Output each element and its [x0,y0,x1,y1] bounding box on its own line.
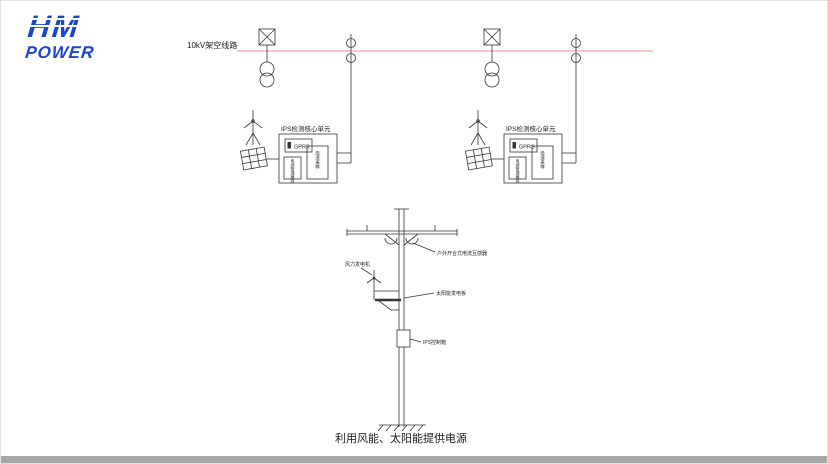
antenna-icon [512,142,516,149]
power-module: 电源管理模块 [508,156,527,184]
wind-turbine-icon [468,110,488,146]
unit-title: IPS检测核心单元 [281,124,331,133]
bottom-gray-bar [1,456,827,463]
logo-power-text: POWER [24,43,96,62]
svg-text:GPRS: GPRS [519,145,535,151]
logo-stripe [25,18,102,20]
ips-control-box [396,329,411,348]
pole-wind-turbine-icon [366,270,399,300]
ips-unit-box [503,133,563,184]
pole-solar-panel-icon [375,298,401,311]
crossarm [346,225,458,246]
power-module: 电源管理模块 [283,156,302,184]
control-label: IPS控制箱 [423,339,446,346]
ct-leader-line [412,242,436,253]
solar-label: 太阳能发电板 [436,290,466,297]
gprs-module: GPRS [284,138,313,153]
current-transformer-icon [384,237,419,245]
disconnector-switch-icon [258,28,276,51]
transformer-icon [259,51,275,88]
sampling-module: 电流采样 [306,145,329,180]
logo-hm-text: HM [24,9,102,44]
wind-label: 风力发电机 [345,261,370,268]
svg-text:电流采样: 电流采样 [315,150,321,171]
ground-symbol [377,424,426,432]
hm-power-logo: HM POWER [24,9,102,62]
unit-title: IPS检测核心单元 [506,124,556,133]
sampling-module: 电流采样 [531,145,554,180]
transformer-icon [484,51,500,88]
logo-stripe [24,25,101,27]
gprs-module: GPRS [509,138,538,153]
disconnector-switch-icon [483,28,501,51]
svg-text:电源管理模块: 电源管理模块 [516,158,521,184]
diagram-caption: 利用风能、太阳能提供电源 [335,431,467,445]
antenna-icon [287,142,291,149]
control-leader-line [409,338,422,343]
pole-diagram: 户外开合式电流互感器 风力发电机 太阳能发电板 [345,208,487,432]
monitor-unit-2: IPS检测核心单元 GPRS 电源管理模块 电流采样 [464,28,581,184]
svg-text:电源管理模块: 电源管理模块 [291,158,296,184]
monitor-unit-1: IPS检测核心单元 GPRS 电源管理模块 电流采样 [239,28,356,184]
line-sensor-icon [562,34,581,164]
solar-panel-icon [464,146,493,171]
ips-unit-box [278,133,338,184]
wind-leader-line [360,267,373,276]
svg-text:电流采样: 电流采样 [540,150,546,171]
solar-leader-line [403,292,435,299]
overhead-line-label: 10kV架空线路 [187,40,237,50]
wind-turbine-icon [243,110,263,146]
svg-text:GPRS: GPRS [294,145,310,151]
line-sensor-icon [337,34,356,164]
solar-panel-icon [239,146,268,171]
ct-label: 户外开合式电流互感器 [437,250,487,257]
